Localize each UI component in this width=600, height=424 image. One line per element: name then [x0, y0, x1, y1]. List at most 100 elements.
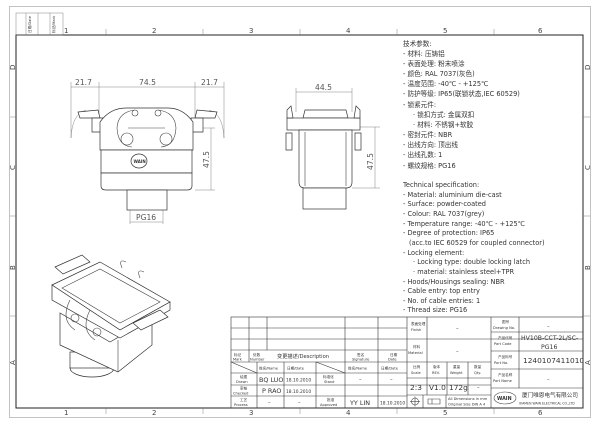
spec-cn-line: - 螺纹规格: PG16: [403, 161, 456, 170]
scale-label: Scale: [411, 371, 421, 375]
approved-date: 18.10.2010: [380, 401, 405, 407]
name-header-2: 姓名/Name: [348, 366, 368, 371]
dim-thread-size: PG16: [136, 213, 156, 222]
title-block: 标记 Mark 处数 Number 变更描述/Description 签名 Si…: [230, 316, 584, 409]
company-name-en: XIAMEN WAIN ELECTRICAL CO.,LTD: [519, 402, 575, 406]
date-cn: 日期: [390, 352, 398, 357]
dim-side-height: 47.5: [366, 153, 375, 170]
spec-cn-line: - 出线孔数: 1: [403, 150, 442, 159]
brand-logo-front: WAIN: [134, 159, 146, 164]
drawing-no-label: Drawing No.: [493, 326, 515, 330]
weight-cn: 重量: [453, 364, 461, 369]
front-view: WAIN 21.7 74.5 21.7 47.5 PG16: [70, 78, 225, 224]
projection-symbol-icon: [410, 396, 441, 407]
column-label: 2: [152, 409, 156, 417]
checked-cn: 审核: [240, 386, 248, 391]
spec-cn-line: · 材料: 不锈钢+软胶: [413, 120, 474, 129]
spec-cn-line: - 材料: 压铸铝: [403, 49, 445, 58]
process-cn: 工艺: [240, 397, 248, 402]
column-label: 3: [249, 409, 253, 417]
column-label: 4: [346, 409, 351, 417]
stand-label: Stand: [324, 380, 334, 384]
qty-label: Qty.: [474, 371, 481, 375]
material-value: –: [456, 349, 459, 355]
spec-cn-line: - 密封元件: NBR: [403, 130, 453, 139]
company-logo: WAIN: [493, 391, 517, 405]
column-label: 1: [64, 409, 68, 417]
number-cn: 处数: [253, 352, 261, 357]
spec-en-line: - Hoods/Housings sealing: NBR: [403, 278, 505, 286]
dim-left-overhang: 21.7: [75, 78, 92, 87]
number-label: Number: [250, 358, 265, 362]
date-header: 日期/Date: [287, 366, 305, 371]
isometric-view: [51, 254, 171, 378]
company-logo-text: WAIN: [497, 396, 512, 402]
row-label: B: [584, 265, 592, 270]
checked-date: 18.10.2010: [286, 389, 311, 395]
spec-en-line: · Locking type: double locking latch: [413, 258, 530, 266]
drawn-cn: 绘图: [240, 374, 248, 379]
part-code-value-cont: PG16: [541, 344, 557, 351]
process-name: –: [268, 400, 271, 406]
spec-en-line: - Thread size: PG16: [403, 306, 467, 314]
spec-cn: 技术参数: - 材料: 压铸铝 - 表面处理: 粉末喷涂 - 颜色: RAL 7…: [403, 39, 520, 170]
row-label: C: [9, 165, 17, 170]
finish-value: –: [456, 326, 459, 332]
spec-en-line: - Locking element:: [403, 249, 464, 257]
spec-cn-line: - 表面处理: 粉末喷涂: [403, 59, 465, 68]
spec-en-line: - Degree of protection: IP65: [403, 229, 494, 237]
spec-en-line: · material: stainless steel+TPR: [413, 268, 514, 276]
mark-cn: 标记: [234, 352, 242, 357]
dim-right-overhang: 21.7: [201, 78, 218, 87]
drawing-no-value: –: [547, 324, 550, 330]
qty-cn: 数量: [474, 364, 482, 369]
drawn-date: 18.10.2010: [286, 378, 311, 384]
approved-name: YY LIN: [349, 399, 370, 407]
finish-label: Finish: [411, 328, 421, 332]
original-size-note: Original Size DIN A 4: [448, 403, 486, 407]
spec-en-line: - Surface: powder-coated: [403, 200, 486, 208]
stand-date: –: [390, 377, 393, 383]
port-no-cn: 产品料号: [498, 354, 513, 359]
spec-en: Technical specification: - Material: alu…: [402, 181, 545, 314]
dim-front-height: 47.5: [202, 151, 211, 168]
dim-side-width: 44.5: [315, 83, 332, 92]
spec-en-line: - Cable entry: top entry: [403, 287, 480, 295]
drawing-no-cn: 图号: [502, 319, 510, 324]
part-code-cn: 产品代号: [498, 335, 513, 340]
mark-label: Mark: [233, 358, 243, 362]
column-label: 5: [443, 409, 447, 417]
process-label: Process: [234, 403, 248, 407]
row-label: C: [584, 165, 592, 170]
dims-note: All Dimensions in mm: [448, 397, 488, 401]
column-label: 3: [249, 27, 253, 35]
dim-center-width: 74.5: [139, 78, 156, 87]
checked-name: P RAO: [262, 387, 281, 395]
finish-cn: 表面处理: [411, 321, 426, 326]
weight-label: Weight: [450, 371, 463, 375]
spec-cn-line: - 出线方向: 顶出线: [403, 140, 458, 149]
port-no-label: Port No.: [494, 361, 508, 365]
scale-value: 2:3: [410, 383, 422, 392]
part-code-value: HV10B-CCT-2L/SC-: [521, 335, 578, 342]
process-date: –: [298, 400, 301, 406]
weight-value: 172g: [449, 383, 468, 392]
qty-value: –: [477, 385, 480, 391]
row-label: A: [9, 360, 17, 365]
port-no-value: 1240107411010: [523, 356, 584, 365]
spec-cn-line: 技术参数:: [403, 39, 432, 48]
name-header: 姓名/Name: [259, 366, 279, 371]
spec-cn-line: - 颜色: RAL 7037(灰色): [403, 69, 475, 78]
date-label: Date: [388, 358, 397, 362]
rev-cn: 版本: [433, 364, 441, 369]
rev-value: V1.0: [429, 383, 446, 392]
stand-cn: 标准化: [323, 374, 334, 379]
spec-cn-line: · 锁扣方式: 金属双扣: [413, 110, 474, 119]
spec-cn-line: - 温度范围: -40℃ - +125℃: [403, 79, 488, 88]
part-name-value: –: [547, 377, 550, 383]
row-label: D: [9, 65, 17, 70]
material-label: Material: [408, 351, 423, 355]
signature-label: Signature: [352, 358, 370, 362]
column-label: 6: [538, 409, 543, 417]
spec-cn-line: - 防护等级: IP65(联锁状态,IEC 60529): [403, 89, 520, 98]
